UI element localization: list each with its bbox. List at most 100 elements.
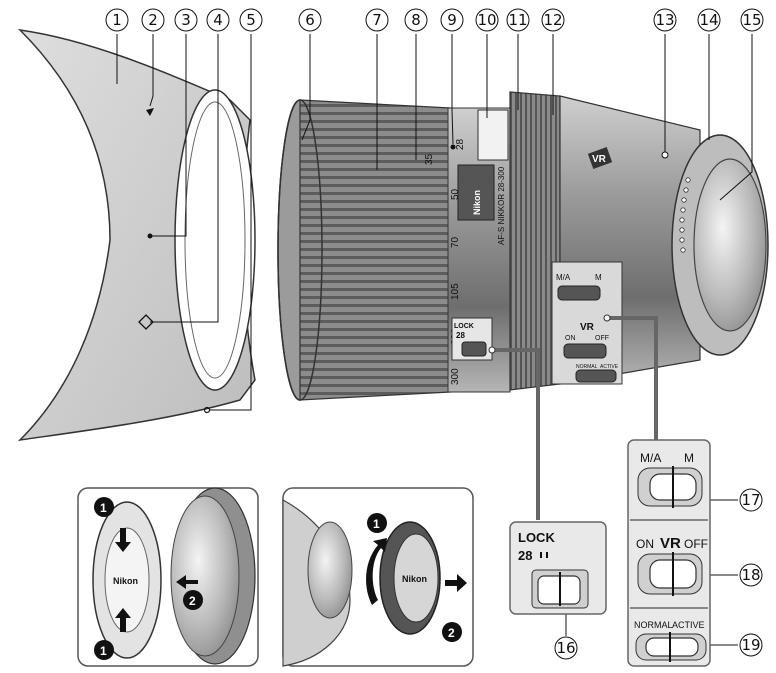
- focal-mark-35: 35: [424, 153, 435, 165]
- vr-mode-switch-on-lens[interactable]: [575, 369, 617, 383]
- svg-text:14: 14: [699, 11, 718, 29]
- callout-2: 2: [141, 8, 165, 32]
- callout-18: 18: [739, 563, 763, 587]
- callout-17: 17: [739, 488, 763, 512]
- svg-text:11: 11: [508, 11, 527, 29]
- callout-19: 19: [739, 633, 763, 657]
- svg-text:12: 12: [543, 11, 562, 29]
- squeeze-arrow-top: [115, 528, 131, 552]
- front-cap-inset: Nikon 1 1 2: [77, 487, 259, 667]
- focal-mark-70: 70: [450, 236, 461, 248]
- zoom-lock-detail-panel: LOCK 28: [509, 521, 607, 615]
- svg-text:10: 10: [477, 11, 496, 29]
- rear-lens-cap[interactable]: Nikon: [379, 521, 441, 635]
- leader-lines: [116, 34, 753, 646]
- focal-mark-300: 300: [450, 368, 461, 385]
- lock-label: LOCK: [518, 530, 555, 545]
- callout-4: 4: [206, 8, 230, 32]
- front-lens-cap[interactable]: Nikon: [92, 501, 162, 659]
- svg-text:1: 1: [373, 517, 380, 531]
- svg-text:13: 13: [655, 11, 674, 29]
- connector-dots: [488, 314, 611, 354]
- svg-text:Nikon: Nikon: [472, 190, 482, 215]
- vr-off-label: OFF: [684, 537, 708, 551]
- svg-text:M: M: [595, 273, 602, 282]
- callout-11: 11: [506, 8, 530, 32]
- svg-text:ACTIVE: ACTIVE: [600, 364, 619, 370]
- callout-3: 3: [174, 8, 198, 32]
- callout-9: 9: [440, 8, 464, 32]
- svg-text:Nikon: Nikon: [113, 576, 138, 586]
- svg-text:6: 6: [305, 11, 315, 29]
- rear-cap-inset: Nikon 1 2: [282, 487, 474, 667]
- squeeze-arrow-bottom: [115, 608, 131, 632]
- zoom-lock-switch-on-lens[interactable]: LOCK 28: [451, 317, 493, 361]
- svg-text:16: 16: [556, 639, 575, 657]
- svg-text:1: 1: [100, 644, 107, 658]
- callout-12: 12: [541, 8, 565, 32]
- svg-text:LOCK: LOCK: [454, 323, 474, 330]
- callout-13: 13: [653, 8, 677, 32]
- callout-markers: 1 2 3 4 5 6 7 8 9 10 11 12 13 14 15 16 1…: [105, 8, 764, 660]
- step-1-badge-top: 1: [94, 497, 114, 517]
- focus-mode-right-label: M: [684, 451, 694, 465]
- callout-1: 1: [105, 8, 129, 32]
- vr-switch-on-lens[interactable]: [563, 343, 607, 359]
- svg-text:17: 17: [741, 491, 760, 509]
- callout-5: 5: [239, 8, 263, 32]
- switch-detail-panel: M/A M ON VR OFF NORMAL ACTIVE: [627, 439, 711, 667]
- remove-arrow: [445, 574, 467, 592]
- vr-mode-active-label: ACTIVE: [672, 620, 705, 630]
- svg-text:M/A: M/A: [556, 273, 571, 282]
- callout-6: 6: [298, 8, 322, 32]
- lens-body: Nikon AF-S NIKKOR 28-300 28 35 50 70 105…: [277, 91, 769, 401]
- hood-alignment-dot: [147, 233, 153, 239]
- switch-panel-on-lens: M/A M VR ON OFF NORMAL ACTIVE: [551, 261, 623, 385]
- focus-mode-switch-on-lens[interactable]: [557, 285, 601, 301]
- svg-text:Nikon: Nikon: [402, 574, 427, 584]
- step-1-badge-rear: 1: [367, 513, 387, 533]
- svg-text:28: 28: [456, 331, 465, 340]
- svg-text:3: 3: [181, 11, 191, 29]
- svg-text:1: 1: [100, 501, 107, 515]
- focus-mode-switch[interactable]: [637, 466, 703, 508]
- focal-mark-28: 28: [455, 138, 466, 150]
- focal-length-mark: [450, 144, 456, 150]
- svg-text:19: 19: [741, 636, 760, 654]
- svg-text:VR: VR: [592, 154, 607, 165]
- svg-text:2: 2: [189, 594, 196, 608]
- step-2-badge-rear: 2: [442, 622, 462, 642]
- twist-arrow: [366, 538, 387, 605]
- vr-switch[interactable]: [637, 552, 703, 596]
- callout-16: 16: [554, 636, 578, 660]
- svg-text:VR: VR: [580, 322, 595, 333]
- lens-hood: [17, 28, 256, 442]
- step-1-badge-bottom: 1: [94, 640, 114, 660]
- attach-arrow: [176, 575, 198, 589]
- mount-index: [661, 151, 669, 159]
- svg-text:7: 7: [372, 11, 382, 29]
- vr-mode-switch[interactable]: [635, 632, 707, 662]
- hood-setting-mark: [203, 406, 211, 414]
- zoom-lock-switch[interactable]: [531, 569, 589, 609]
- lock-value: 28: [518, 548, 532, 563]
- svg-text:18: 18: [741, 566, 760, 584]
- callout-14: 14: [697, 8, 721, 32]
- svg-text:AF-S NIKKOR 28-300: AF-S NIKKOR 28-300: [497, 166, 506, 245]
- vr-title: VR: [660, 535, 681, 552]
- callout-15: 15: [740, 8, 764, 32]
- focus-mode-left-label: M/A: [640, 451, 661, 465]
- detail-connectors: [492, 316, 658, 520]
- hood-lock-mark: [146, 108, 154, 116]
- svg-text:OFF: OFF: [595, 335, 609, 342]
- svg-text:1: 1: [112, 11, 122, 29]
- callout-7: 7: [365, 8, 389, 32]
- svg-text:15: 15: [742, 11, 761, 29]
- cpu-contacts: [679, 177, 691, 253]
- distance-scale-window: [477, 109, 509, 161]
- callout-10: 10: [475, 8, 499, 32]
- callout-8: 8: [404, 8, 428, 32]
- svg-text:NORMAL: NORMAL: [576, 364, 598, 370]
- svg-text:ON: ON: [565, 335, 576, 342]
